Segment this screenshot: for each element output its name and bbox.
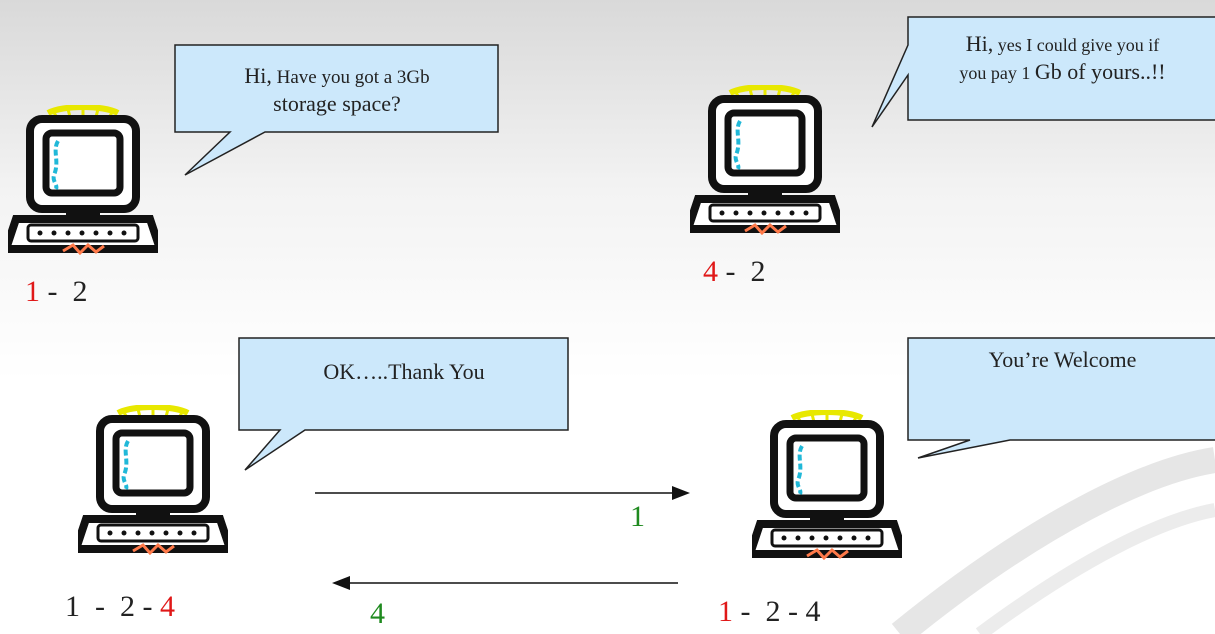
speech-bubble-1-shape: [174, 44, 499, 176]
computer-icon: [8, 105, 158, 255]
bubble-2-line2-lead: you pay 1: [959, 62, 1035, 83]
node-label-3-pre: 1 - 2 -: [65, 590, 160, 623]
bubble-2-line2: Gb of yours..!!: [1034, 58, 1166, 84]
speech-bubble-2-text: Hi, yes I could give you if you pay 1 Gb…: [910, 30, 1215, 85]
computer-icon: [752, 410, 902, 560]
arrow-right-label: 1: [630, 500, 645, 533]
speech-bubble-4-shape: [907, 337, 1215, 459]
computer-icon: [78, 405, 228, 555]
bubble-1-line2: storage space?: [273, 90, 401, 116]
node-label-4-rest: - 2 - 4: [733, 595, 821, 628]
bubble-2-lead: Hi,: [965, 31, 994, 56]
bubble-1-line1: Have you got a 3Gb: [271, 67, 430, 88]
speech-bubble-1-text: Hi, Have you got a 3Gb storage space?: [178, 62, 496, 117]
computer-icon: [690, 85, 840, 235]
node-label-4: 1 - 2 - 4: [718, 595, 820, 629]
node-label-3-highlight: 4: [159, 590, 175, 623]
arrow-left-label: 4: [370, 597, 385, 630]
speech-bubble-2-shape: [871, 16, 1215, 128]
node-label-2-highlight: 4: [703, 255, 718, 288]
node-label-3: 1 - 2 - 4: [65, 590, 175, 624]
node-label-4-highlight: 1: [718, 595, 733, 628]
node-label-2: 4 - 2: [703, 255, 766, 289]
speech-bubble-4-text: You’re Welcome: [988, 347, 1137, 372]
arrow-left-head: [332, 576, 350, 590]
speech-bubble-3-text: OK…..Thank You: [323, 359, 485, 384]
bubble-2-line1: yes I could give you if: [993, 35, 1160, 55]
node-label-1-highlight: 1: [25, 275, 40, 308]
speech-bubble-3-shape: [238, 337, 569, 471]
node-label-1-rest: - 2: [40, 275, 88, 308]
arrow-right-head: [672, 486, 690, 500]
node-label-2-rest: - 2: [718, 255, 766, 288]
node-label-1: 1 - 2: [25, 275, 88, 309]
bubble-1-lead: Hi,: [244, 63, 272, 88]
